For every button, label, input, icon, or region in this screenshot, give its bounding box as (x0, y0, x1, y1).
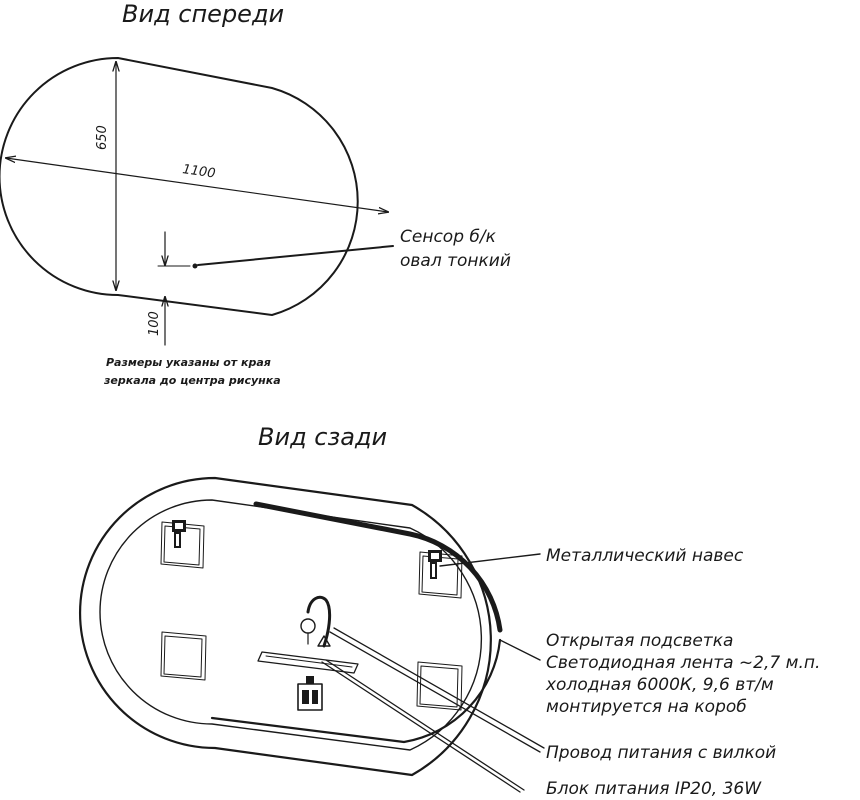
rear-view-title: Вид сзади (258, 423, 387, 451)
callout-backlight-line2: Светодиодная лента ~2,7 м.п. (546, 653, 820, 673)
mounting-pad-bottom-left (160, 631, 207, 681)
callout-hanger: Металлический навес (546, 546, 744, 566)
sensor-point (192, 263, 198, 269)
callout-backlight-line1: Открытая подсветка (546, 631, 733, 651)
leader-psu-a (321, 661, 521, 793)
mounting-pad-bottom-right (416, 661, 463, 711)
note-line2: зеркала до центра рисунка (103, 374, 281, 387)
callout-backlight-line3: холодная 6000К, 9,6 вт/м (545, 675, 774, 695)
metal-hanger-right (428, 550, 442, 579)
leader-backlight (499, 639, 541, 661)
rear-view: Вид сзади (78, 423, 820, 799)
note-line1: Размеры указаны от края (106, 356, 271, 369)
leader-cable-b (333, 627, 545, 749)
callout-cable: Провод питания с вилкой (546, 743, 776, 763)
dim-offset-label: 100 (147, 311, 162, 336)
callout-psu: Блок питания IP20, 36W (546, 779, 762, 799)
rear-led-frame (99, 499, 482, 751)
front-view-title: Вид спереди (122, 0, 284, 28)
sensor-leader-line (197, 245, 394, 266)
leader-cable-a (329, 631, 541, 753)
mounting-pad-top-left (160, 521, 205, 569)
leader-hanger (439, 553, 541, 567)
led-strip-lower (210, 638, 502, 744)
led-strip (253, 501, 503, 633)
dim-width-line (6, 158, 388, 212)
sensor-label-line2: овал тонкий (400, 251, 511, 271)
dim-width-label: 1100 (181, 162, 216, 181)
sensor-block (297, 676, 323, 711)
power-cable (300, 595, 332, 648)
dim-height-label: 650 (95, 125, 110, 150)
rear-mirror-outline (78, 476, 492, 777)
mounting-pad-top-right (418, 551, 463, 599)
metal-hanger-left (172, 520, 186, 548)
front-view: Вид спереди 650 1100 100 Сенсор б/к овал… (0, 0, 511, 387)
front-mirror-outline (0, 57, 359, 316)
power-supply-unit (257, 651, 359, 674)
leader-psu-b (325, 659, 525, 791)
callout-backlight-line4: монтируется на короб (546, 697, 747, 717)
sensor-label-line1: Сенсор б/к (400, 227, 497, 247)
